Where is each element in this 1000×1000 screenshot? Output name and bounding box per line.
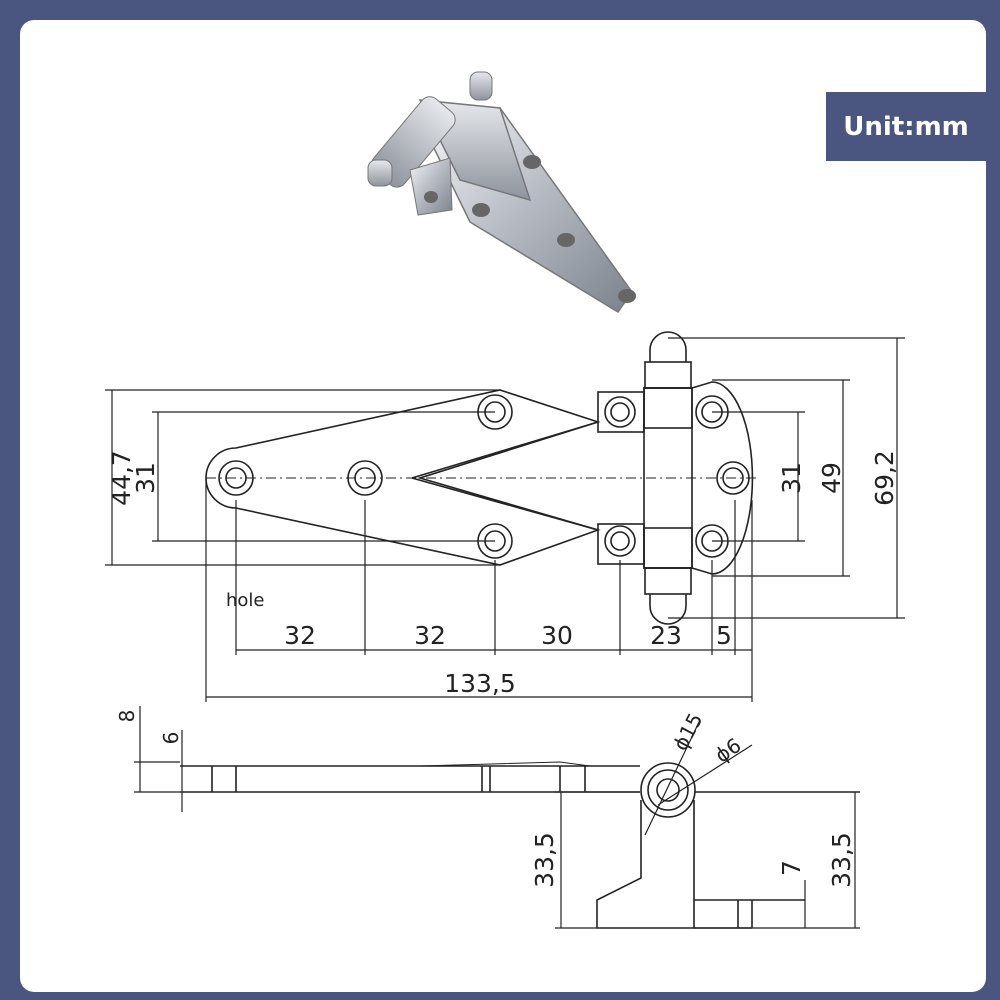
side-view — [180, 761, 860, 929]
dim-leaf-hole-spacing: 31 — [131, 462, 160, 494]
hinge-photo — [367, 71, 636, 314]
dim-side-7: 7 — [777, 860, 806, 876]
dim-bottom-23: 23 — [650, 621, 682, 650]
dim-plate-width: 49 — [817, 462, 846, 494]
top-view-dimension-lines — [105, 337, 905, 702]
dim-side-8: 8 — [115, 710, 139, 723]
technical-drawing: hole 44,7 31 31 49 69,2 32 32 30 23 5 13… — [105, 71, 905, 929]
dim-side-6: 6 — [159, 732, 183, 745]
hinge-leaf-outline — [205, 389, 601, 566]
dim-diameter-15: ϕ15 — [668, 709, 707, 754]
image-panel: hole 44,7 31 31 49 69,2 32 32 30 23 5 13… — [20, 20, 986, 992]
dim-overall-height: 69,2 — [870, 450, 899, 506]
top-view — [205, 331, 760, 625]
dim-bottom-30: 30 — [541, 621, 573, 650]
hole-label: hole — [226, 590, 265, 611]
dim-side-height-left: 33,5 — [530, 832, 559, 888]
dim-plate-hole-spacing: 31 — [777, 462, 806, 494]
dim-diameter-6: ϕ6 — [710, 733, 745, 768]
dim-total-length: 133,5 — [444, 669, 516, 698]
dim-bottom-32b: 32 — [414, 621, 446, 650]
dim-bottom-5: 5 — [716, 621, 732, 650]
dim-bottom-32a: 32 — [284, 621, 316, 650]
unit-badge: Unit:mm — [826, 92, 986, 161]
side-view-dimension-lines — [134, 706, 860, 929]
dim-leaf-width: 44,7 — [107, 450, 136, 506]
dim-side-height-right: 33,5 — [827, 832, 856, 888]
